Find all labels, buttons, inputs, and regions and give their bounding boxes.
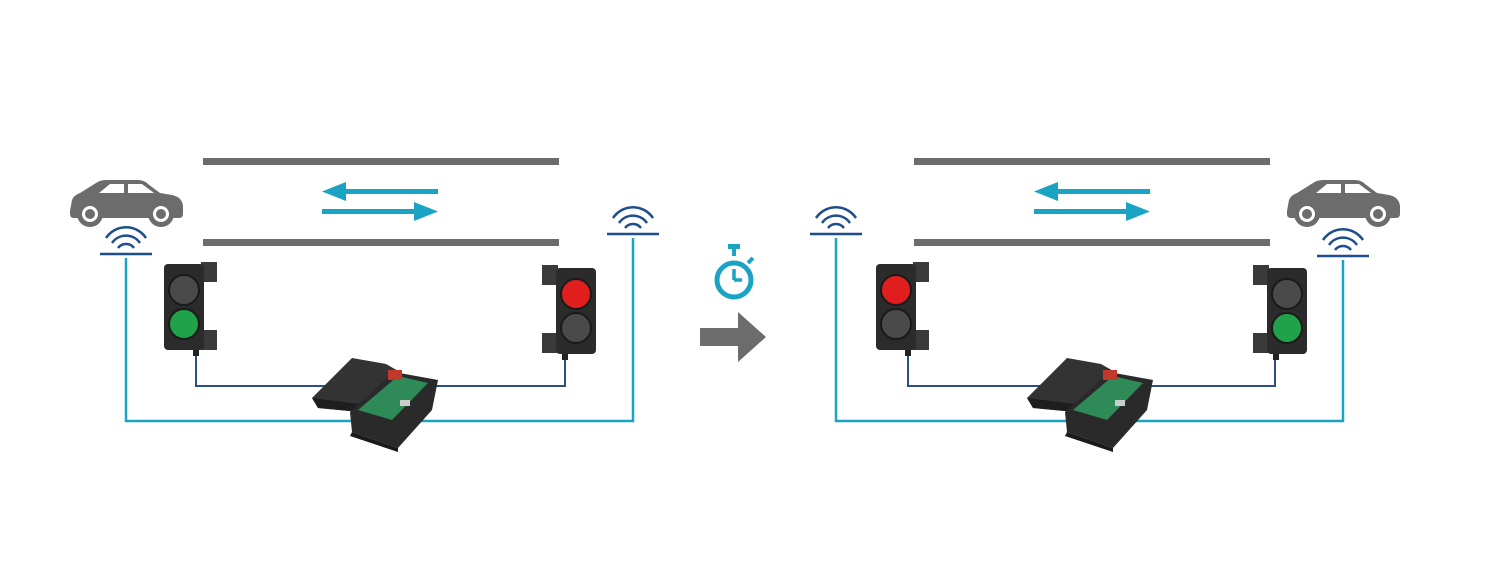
- lamp-bottom: [880, 308, 912, 340]
- lamp-top: [560, 278, 592, 310]
- lamp-top: [168, 274, 200, 306]
- wireless-sensor-icon: [100, 226, 152, 256]
- right-arrow-icon: [700, 312, 766, 362]
- transition: [700, 244, 766, 362]
- sensor-wiring: [834, 238, 1345, 423]
- traffic-light-right: [1253, 265, 1307, 360]
- lamp-bottom: [560, 312, 592, 344]
- traffic-light-left: [876, 262, 929, 356]
- road: [914, 158, 1270, 246]
- stopwatch-icon: [714, 244, 755, 300]
- lamp-top: [1271, 278, 1303, 310]
- wireless-sensor-icon: [607, 206, 659, 236]
- scene-after: [810, 158, 1400, 452]
- traffic-light-left: [164, 262, 217, 356]
- road: [203, 158, 559, 246]
- lamp-bottom: [168, 308, 200, 340]
- road-top-line: [203, 158, 559, 165]
- wireless-sensor-icon: [1317, 228, 1369, 258]
- control-box-icon: [312, 358, 438, 452]
- road-bottom-line: [203, 239, 559, 246]
- two-way-arrows-icon: [322, 182, 438, 221]
- two-way-arrows-icon: [1034, 182, 1150, 221]
- traffic-light-right: [542, 265, 596, 360]
- car-icon: [70, 180, 183, 227]
- control-box-icon: [1027, 358, 1153, 452]
- sensor-wiring: [124, 238, 635, 423]
- car-icon: [1287, 180, 1400, 227]
- road-bottom-line: [914, 239, 1270, 246]
- light-wiring: [195, 350, 566, 387]
- light-wiring: [907, 350, 1276, 387]
- lamp-bottom: [1271, 312, 1303, 344]
- scene-before: [70, 158, 659, 452]
- lamp-top: [880, 274, 912, 306]
- road-top-line: [914, 158, 1270, 165]
- wireless-sensor-icon: [810, 206, 862, 236]
